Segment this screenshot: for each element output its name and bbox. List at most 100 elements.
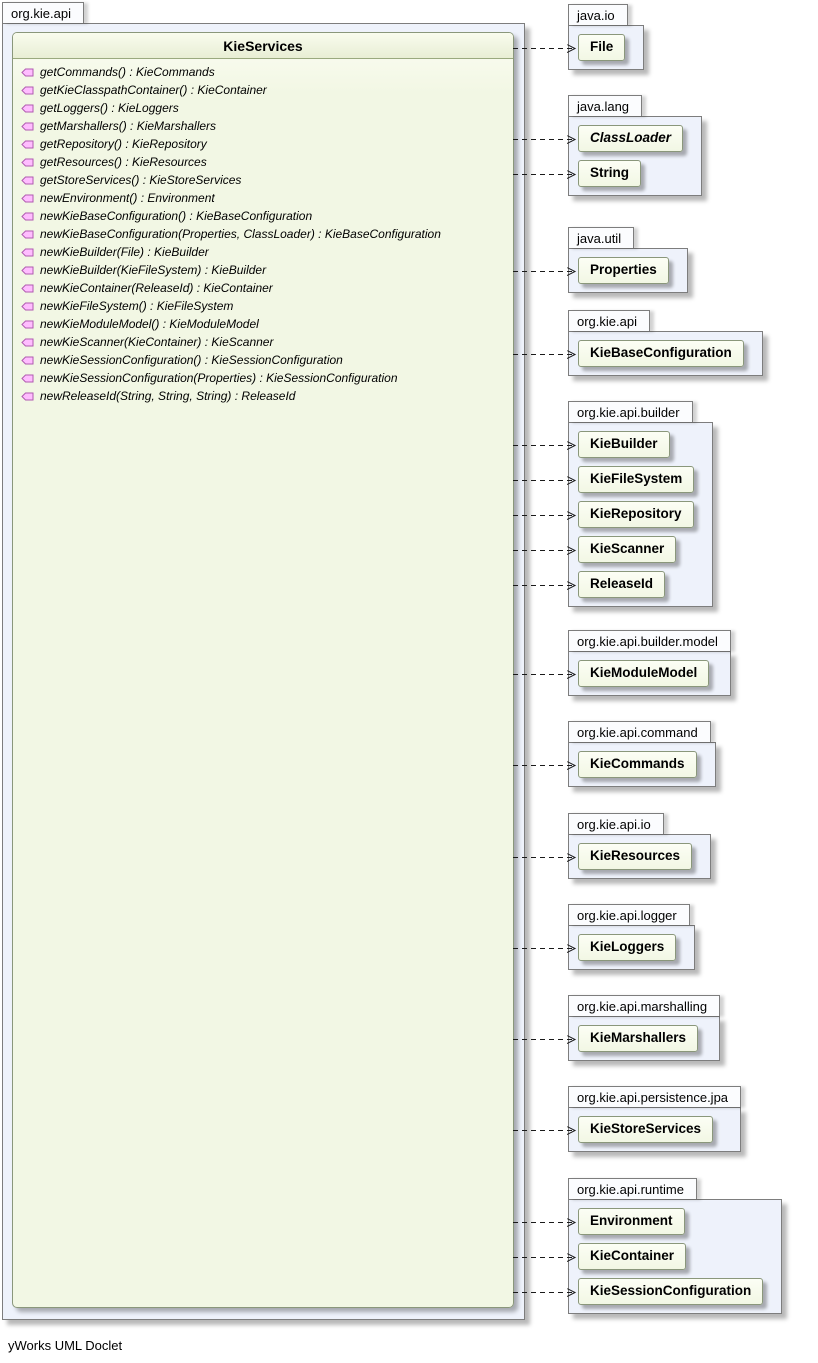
class-kiebuilder[interactable]: KieBuilder [578,431,670,458]
package-body: KieStoreServices [568,1107,742,1152]
method-item[interactable]: newReleaseId(String, String, String) : R… [21,387,507,405]
method-item[interactable]: newKieModuleModel() : KieModuleModel [21,315,507,333]
method-label: newKieContainer(ReleaseId) : KieContaine… [40,281,273,295]
package-tab: java.lang [568,95,643,116]
package-org-kie-api-builder: org.kie.api.builder KieBuilder KieFileSy… [568,401,714,607]
method-item[interactable]: getCommands() : KieCommands [21,63,507,81]
method-label: getRepository() : KieRepository [40,137,207,151]
class-kieresources[interactable]: KieResources [578,843,693,870]
package-name: org.kie.api.runtime [577,1182,684,1197]
method-label: getMarshallers() : KieMarshallers [40,119,217,133]
method-item[interactable]: newKieBuilder(KieFileSystem) : KieBuilde… [21,261,507,279]
package-org-kie-api-main: org.kie.api KieServices getCommands() : … [2,2,525,1320]
method-item[interactable]: newKieBuilder(File) : KieBuilder [21,243,507,261]
method-label: newEnvironment() : Environment [40,191,215,205]
class-kieservices[interactable]: KieServices getCommands() : KieCommands … [12,32,514,1308]
method-item[interactable]: newKieBaseConfiguration(Properties, Clas… [21,225,507,243]
package-body: KieCommands [568,742,716,787]
class-kiemodulemodel[interactable]: KieModuleModel [578,660,710,687]
method-label: newKieBaseConfiguration(Properties, Clas… [40,227,441,241]
package-org-kie-api-runtime: org.kie.api.runtime Environment KieConta… [568,1178,783,1314]
class-string[interactable]: String [578,160,641,187]
method-item[interactable]: getLoggers() : KieLoggers [21,99,507,117]
method-icon [21,104,34,112]
method-icon [21,158,34,166]
method-item[interactable]: newKieContainer(ReleaseId) : KieContaine… [21,279,507,297]
class-kieloggers[interactable]: KieLoggers [578,934,677,961]
class-kierepository[interactable]: KieRepository [578,501,694,528]
class-kiescanner[interactable]: KieScanner [578,536,677,563]
method-item[interactable]: getMarshallers() : KieMarshallers [21,117,507,135]
method-item[interactable]: getRepository() : KieRepository [21,135,507,153]
package-body: Properties [568,248,688,293]
class-label: String [590,165,629,180]
class-kiemarshallers[interactable]: KieMarshallers [578,1025,699,1052]
method-list: getCommands() : KieCommands getKieClassp… [13,59,513,409]
package-name: org.kie.api.marshalling [577,999,708,1014]
class-kiebaseconfiguration[interactable]: KieBaseConfiguration [578,340,744,367]
class-label: KieFileSystem [590,471,683,486]
class-releaseid[interactable]: ReleaseId [578,571,666,598]
package-tab: org.kie.api.io [568,813,664,834]
method-icon [21,374,34,382]
package-name: org.kie.api.logger [577,908,677,923]
package-name: org.kie.api [577,314,637,329]
class-label: Properties [590,262,657,277]
method-item[interactable]: newEnvironment() : Environment [21,189,507,207]
class-title[interactable]: KieServices [13,33,513,59]
method-icon [21,356,34,364]
package-name: org.kie.api.command [577,725,698,740]
package-body: KieModuleModel [568,651,731,696]
package-org-kie-api-logger: org.kie.api.logger KieLoggers [568,904,696,970]
class-label: KieStoreServices [590,1121,702,1136]
method-icon [21,230,34,238]
method-item[interactable]: newKieSessionConfiguration() : KieSessio… [21,351,507,369]
method-item[interactable]: newKieSessionConfiguration(Properties) :… [21,369,507,387]
method-label: getStoreServices() : KieStoreServices [40,173,242,187]
method-label: newKieModuleModel() : KieModuleModel [40,317,259,331]
package-name: org.kie.api.persistence.jpa [577,1090,729,1105]
method-label: getCommands() : KieCommands [40,65,215,79]
package-name: java.util [577,231,622,246]
class-label: KieLoggers [590,939,665,954]
method-label: newKieSessionConfiguration() : KieSessio… [40,353,343,367]
method-item[interactable]: getStoreServices() : KieStoreServices [21,171,507,189]
method-icon [21,86,34,94]
method-item[interactable]: getKieClasspathContainer() : KieContaine… [21,81,507,99]
method-label: newReleaseId(String, String, String) : R… [40,389,296,403]
class-file[interactable]: File [578,34,626,61]
method-item[interactable]: newKieFileSystem() : KieFileSystem [21,297,507,315]
package-name: java.io [577,8,615,23]
package-tab: org.kie.api.persistence.jpa [568,1086,742,1107]
class-label: ReleaseId [590,576,654,591]
package-tab: java.util [568,227,635,248]
method-icon [21,284,34,292]
class-environment[interactable]: Environment [578,1208,685,1235]
class-kiestoreservices[interactable]: KieStoreServices [578,1116,714,1143]
package-org-kie-api-marshalling: org.kie.api.marshalling KieMarshallers [568,995,721,1061]
class-kiefilesystem[interactable]: KieFileSystem [578,466,695,493]
class-label: KieMarshallers [590,1030,687,1045]
method-icon [21,68,34,76]
package-java-util: java.util Properties [568,227,688,293]
class-label: KieCommands [590,756,685,771]
method-icon [21,176,34,184]
package-tab: org.kie.api.marshalling [568,995,721,1016]
class-properties[interactable]: Properties [578,257,669,284]
class-label: KieRepository [590,506,682,521]
method-label: newKieSessionConfiguration(Properties) :… [40,371,398,385]
method-item[interactable]: newKieBaseConfiguration() : KieBaseConfi… [21,207,507,225]
method-icon [21,320,34,328]
package-body: KieBuilder KieFileSystem KieRepository K… [568,422,714,607]
package-body: KieResources [568,834,712,879]
class-kiecontainer[interactable]: KieContainer [578,1243,687,1270]
class-classloader[interactable]: ClassLoader [578,125,684,152]
class-kiecommands[interactable]: KieCommands [578,751,697,778]
method-icon [21,302,34,310]
method-item[interactable]: newKieScanner(KieContainer) : KieScanner [21,333,507,351]
class-label: KieScanner [590,541,665,556]
class-kiesessionconfiguration[interactable]: KieSessionConfiguration [578,1278,764,1305]
generator-credit: yWorks UML Doclet [8,1338,123,1353]
method-item[interactable]: getResources() : KieResources [21,153,507,171]
package-tab: java.io [568,4,628,25]
